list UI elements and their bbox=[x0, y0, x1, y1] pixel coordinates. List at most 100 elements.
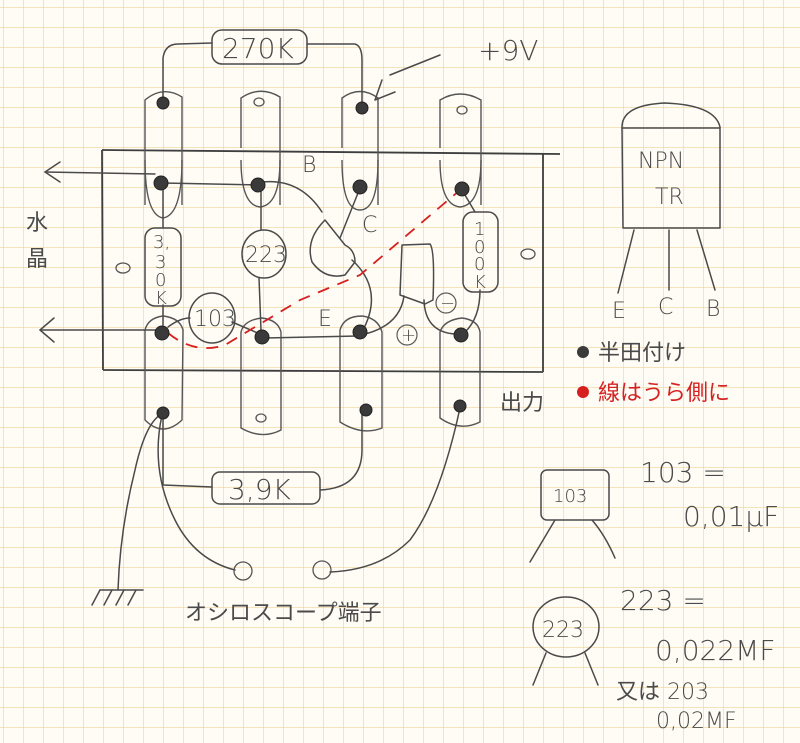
svg-text:0: 0 bbox=[474, 237, 485, 258]
wire-100k-bottom bbox=[464, 289, 481, 333]
plus-marker-circle bbox=[396, 324, 418, 346]
lug-bottom-2 bbox=[240, 317, 282, 436]
ground-symbol bbox=[91, 589, 144, 606]
lug-hole-top-2 bbox=[253, 97, 265, 107]
terminal-board bbox=[101, 149, 561, 373]
legend: 半田付け 線はうら側に bbox=[577, 341, 730, 406]
label-39k: 3,9K bbox=[228, 473, 292, 506]
label-plus-9v: +9V bbox=[478, 34, 538, 67]
cap-103-lead-left bbox=[529, 519, 556, 563]
solder-dot bbox=[355, 101, 369, 115]
minus-marker-circle bbox=[435, 292, 457, 314]
label-103: 103 bbox=[194, 307, 236, 332]
npn-lead-e bbox=[617, 229, 635, 294]
label-plus: + bbox=[401, 325, 416, 346]
capacitor-223-body bbox=[241, 229, 287, 279]
wire-270k-right bbox=[306, 43, 363, 106]
label-crystal-2: 晶 bbox=[26, 247, 48, 272]
wire-emitter bbox=[351, 259, 373, 333]
wire-collector bbox=[339, 187, 361, 239]
board-bottom-edge bbox=[102, 369, 544, 373]
solder-points bbox=[153, 96, 470, 420]
label-pin-e: E bbox=[318, 307, 332, 332]
lug-hole-top-4 bbox=[456, 105, 468, 115]
wire-row1-1-2 bbox=[162, 182, 259, 186]
solder-dot bbox=[352, 324, 368, 340]
wire-row2-2-3 bbox=[264, 335, 359, 339]
wire-223-bottom bbox=[258, 277, 262, 331]
resistor-270k-body bbox=[211, 29, 308, 65]
cap-103-equation: 103 = bbox=[640, 456, 726, 489]
red-backside-wire bbox=[167, 189, 461, 349]
wire-plus bbox=[364, 295, 405, 335]
lug-top-4 bbox=[439, 93, 482, 205]
label-oscilloscope: オシロスコープ端子 bbox=[185, 601, 382, 626]
cap-103-value: 0,01μF bbox=[683, 500, 779, 533]
svg-text:1: 1 bbox=[474, 219, 485, 240]
lug-top-2 bbox=[240, 90, 281, 205]
mount-hole-right bbox=[520, 248, 536, 260]
npn-transistor-reference: NPN TR E C B bbox=[612, 102, 721, 324]
cap-223-marking: 223 bbox=[542, 618, 584, 643]
legend-backside-text: 線はうら側に bbox=[598, 381, 730, 406]
lug-top-3 bbox=[341, 90, 379, 205]
solder-dot bbox=[254, 329, 270, 345]
cap-103-sketch bbox=[540, 469, 610, 521]
label-270k: 270K bbox=[222, 32, 294, 65]
label-100k: 1 0 0 K bbox=[474, 219, 486, 293]
solder-dot bbox=[156, 406, 170, 420]
solder-dot bbox=[454, 181, 470, 197]
transistor-body bbox=[309, 219, 356, 277]
solder-dot bbox=[453, 399, 467, 413]
board-left-edge bbox=[101, 149, 104, 371]
npn-pin-b: B bbox=[706, 297, 720, 322]
label-pin-b: B bbox=[302, 153, 316, 178]
note-cap-103: 103 103 = 0,01μF bbox=[529, 456, 779, 563]
cap-223-alt: 又は 203 bbox=[616, 680, 709, 705]
lug-bottom-3 bbox=[339, 315, 383, 432]
cap-223-sketch bbox=[532, 596, 600, 658]
solder-dot bbox=[453, 327, 469, 343]
cap-103-marking: 103 bbox=[553, 486, 587, 507]
svg-text:3: 3 bbox=[155, 252, 166, 273]
bottom-lugs bbox=[144, 315, 481, 436]
lug-bulge-4 bbox=[439, 159, 482, 208]
note-cap-223: 223 223 = 0,022MF 又は 203 0,02MF bbox=[532, 584, 775, 734]
cap-103-lead-right bbox=[591, 519, 616, 559]
label-223: 223 bbox=[245, 243, 287, 268]
legend-solder-text: 半田付け bbox=[598, 341, 686, 366]
solder-dot bbox=[154, 325, 170, 341]
cap-223-value: 0,022MF bbox=[655, 634, 775, 667]
capacitor-103-body bbox=[188, 292, 236, 344]
npn-lead-b bbox=[696, 229, 716, 291]
label-minus: − bbox=[440, 293, 455, 314]
solder-dot bbox=[352, 179, 368, 195]
wire-ground bbox=[117, 414, 161, 591]
wire-scope-2 bbox=[329, 407, 461, 573]
svg-text:0: 0 bbox=[155, 270, 166, 291]
mount-hole-left bbox=[115, 262, 131, 274]
arrow-input-top bbox=[44, 161, 61, 183]
svg-text:0: 0 bbox=[474, 254, 485, 275]
label-output: 出力 bbox=[500, 391, 544, 416]
npn-pin-e: E bbox=[612, 299, 626, 324]
resistor-39k-body bbox=[211, 471, 321, 505]
wire-base bbox=[261, 180, 323, 213]
cap-223-lead-right bbox=[584, 652, 599, 686]
lug-bulge-3 bbox=[341, 159, 379, 211]
solder-dot bbox=[359, 403, 373, 417]
scope-terminal-1 bbox=[233, 561, 253, 581]
npn-label-line1: NPN bbox=[638, 149, 684, 174]
npn-body bbox=[621, 102, 721, 229]
wire-scope-1 bbox=[157, 414, 236, 571]
arrow-9v-shaft bbox=[389, 54, 441, 76]
legend-solder-marker bbox=[577, 346, 589, 358]
npn-pin-c: C bbox=[658, 295, 673, 320]
wire-minus bbox=[423, 299, 456, 335]
npn-label-line2: TR bbox=[655, 185, 684, 210]
scope-terminal-2 bbox=[312, 560, 332, 580]
arrow-input-bottom bbox=[39, 317, 55, 343]
wire-270k-left bbox=[162, 42, 213, 106]
cap-223-alt-value: 0,02MF bbox=[656, 709, 737, 734]
